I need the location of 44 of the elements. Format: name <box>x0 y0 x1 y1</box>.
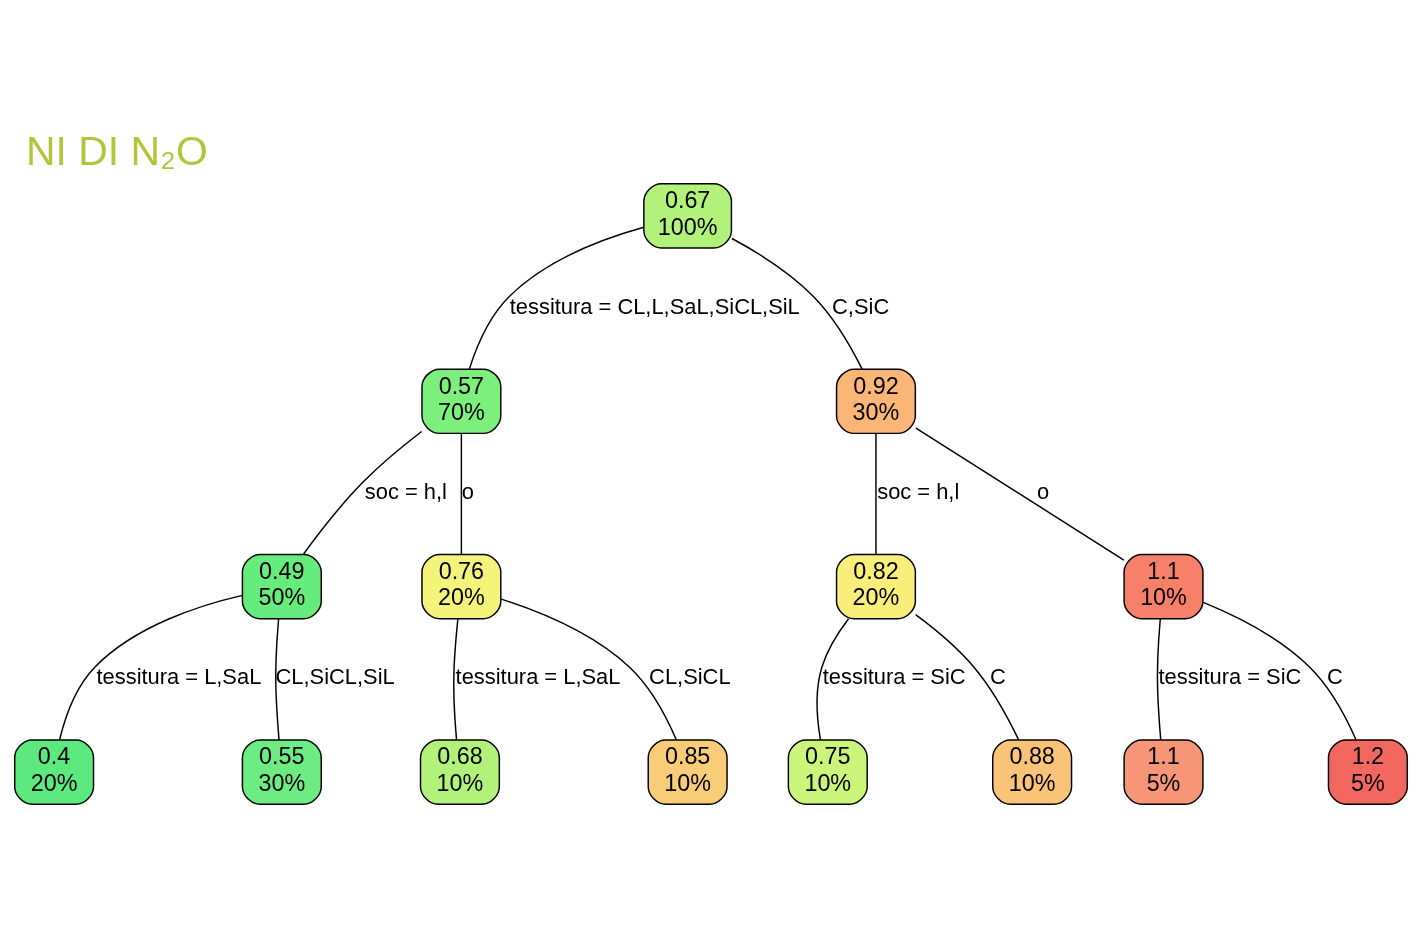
connector <box>1202 601 1357 741</box>
connector <box>1156 618 1162 741</box>
edge-label: tessitura = CL,L,SaL,SiCL,SiL <box>509 293 800 319</box>
node-box: 1.2 5% <box>1327 739 1409 805</box>
node-box: 0.76 20% <box>421 553 502 620</box>
connector <box>460 432 463 555</box>
connector <box>816 618 850 741</box>
edge-label: C <box>1327 664 1343 690</box>
edge-label: C <box>989 664 1006 690</box>
edge-label: CL,SiCL <box>649 664 731 690</box>
edge-label: tessitura = SiC <box>1158 664 1302 690</box>
node-box: 0.75 10% <box>787 739 868 805</box>
edge-label: soc = h,l <box>877 479 960 505</box>
edge-label: tessitura = L,SaL <box>96 664 262 690</box>
connector <box>915 427 1125 561</box>
connector <box>731 237 863 370</box>
connector <box>302 430 423 555</box>
edge-label: CL,SiCL,SiL <box>275 664 395 690</box>
connector <box>275 618 280 741</box>
connector <box>58 594 244 741</box>
edge-label: tessitura = L,SaL <box>455 664 621 690</box>
node-box: 0.67 100% <box>643 183 733 249</box>
edge-label: soc = h,l <box>364 479 447 505</box>
node-box: 0.49 50% <box>241 553 322 620</box>
node-box: 0.55 30% <box>241 739 322 805</box>
node-box: 0.85 10% <box>647 739 728 805</box>
node-box: 0.88 10% <box>992 739 1073 805</box>
node-box: 0.57 70% <box>421 368 502 435</box>
connector <box>914 613 1020 741</box>
edge-label: tessitura = SiC <box>822 664 966 690</box>
edge-label: o <box>1037 479 1050 505</box>
node-box: 1.1 10% <box>1123 553 1204 620</box>
edge-label: C,SiC <box>832 293 890 319</box>
diagram-title: NI DI N₂O <box>26 128 208 175</box>
connector <box>453 618 459 741</box>
connector <box>500 598 677 741</box>
node-box: 0.68 10% <box>419 739 501 805</box>
node-box: 0.4 20% <box>13 739 95 805</box>
connector <box>468 226 645 370</box>
edge-label: o <box>461 479 475 505</box>
node-box: 0.82 20% <box>835 553 917 620</box>
node-box: 0.92 30% <box>835 368 917 435</box>
connector <box>875 432 877 555</box>
node-box: 1.1 5% <box>1123 739 1204 805</box>
